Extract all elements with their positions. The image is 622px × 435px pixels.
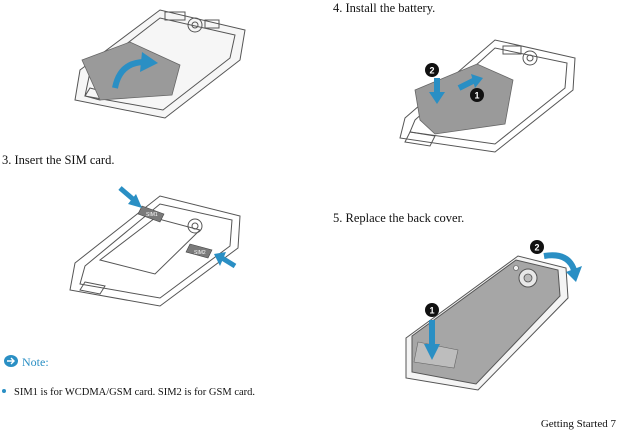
- page-footer: Getting Started 7: [540, 418, 616, 430]
- note-label: Note:: [22, 355, 49, 369]
- sim-insert-illustration: SIM1 SIM2: [69, 186, 241, 307]
- sim2-card-label: SIM2: [194, 250, 206, 256]
- bullet-icon: [2, 389, 6, 394]
- note-block: Note:: [4, 353, 49, 371]
- callout-1: 1: [474, 91, 479, 101]
- sim1-card-label: SIM1: [146, 212, 158, 218]
- step-4-heading: 4. Install the battery.: [333, 1, 436, 15]
- cover-callout-1: 1: [429, 306, 434, 316]
- battery-install-illustration: 2 1: [399, 39, 576, 153]
- note-bullet: SIM1 is for WCDMA/GSM card. SIM2 is for …: [2, 382, 255, 400]
- note-bullet-text: SIM1 is for WCDMA/GSM card. SIM2 is for …: [14, 387, 256, 398]
- callout-2: 2: [429, 66, 434, 76]
- step-3-heading: 3. Insert the SIM card.: [2, 153, 115, 167]
- step-5-heading: 5. Replace the back cover.: [333, 211, 465, 225]
- battery-remove-illustration: [74, 9, 246, 119]
- cover-callout-2: 2: [534, 243, 539, 253]
- back-cover-illustration: 2 1: [405, 240, 582, 391]
- note-icon: [4, 355, 18, 367]
